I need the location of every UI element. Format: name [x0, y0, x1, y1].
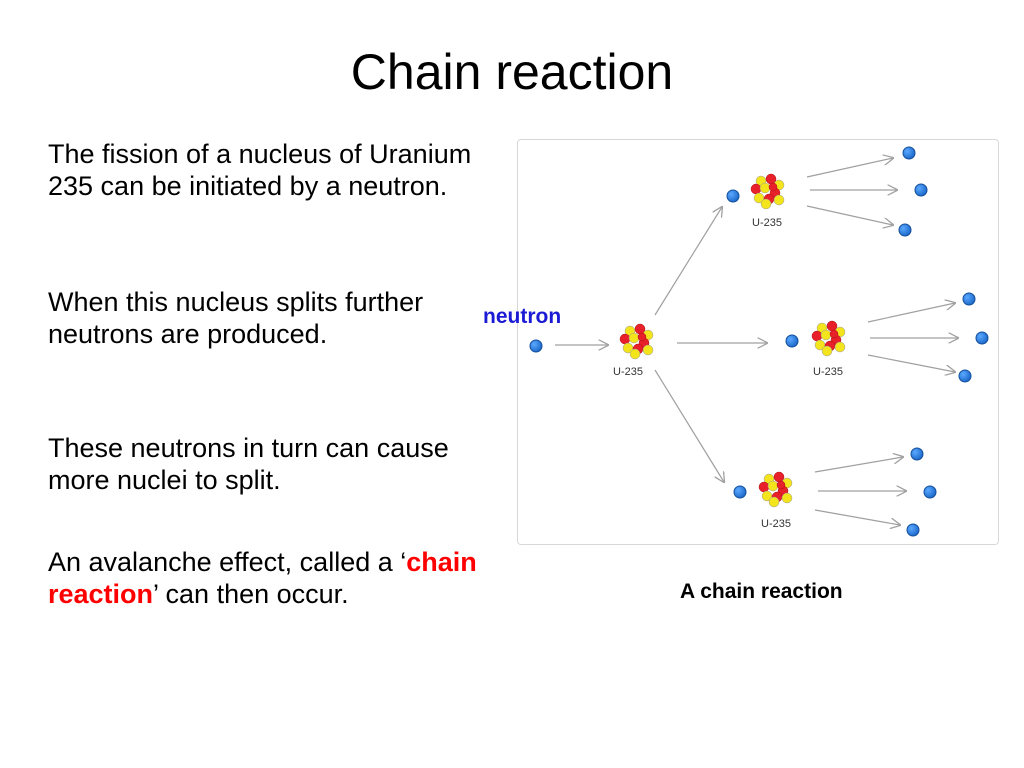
neutron-bottom — [733, 485, 747, 499]
paragraph-avalanche-end: ’ can then occur. — [153, 579, 349, 609]
nucleus-top — [750, 173, 785, 210]
nucleus-mid-label: U-235 — [813, 366, 843, 378]
nucleus-mid — [811, 320, 846, 357]
arrow-top-3 — [806, 205, 893, 225]
neutron-bottom-out-1 — [910, 447, 924, 461]
paragraph-neutrons: These neutrons in turn can cause more nu… — [48, 433, 449, 495]
neutron-top-out-1 — [902, 146, 916, 160]
chain-reaction-highlight: chain reaction — [48, 547, 477, 609]
neutron-mid — [785, 334, 799, 348]
paragraph-avalanche-start: An avalanche effect, called a ‘ — [48, 547, 407, 577]
neutron-top — [726, 189, 740, 203]
neutron-mid-out-2 — [975, 331, 989, 345]
neutron-mid-out-3 — [958, 369, 972, 383]
neutron-top-out-3 — [898, 223, 912, 237]
nucleus-bottom — [758, 471, 793, 508]
arrow-bottom-3 — [814, 509, 900, 525]
branch-arrow-up — [654, 207, 722, 316]
branch-arrow-down — [654, 369, 724, 482]
paragraph-fission: The fission of a nucleus of Uranium 235 … — [48, 139, 472, 201]
arrow-mid-3 — [867, 354, 955, 372]
arrow-top-1 — [806, 158, 893, 178]
nucleus-bottom-label: U-235 — [761, 518, 791, 530]
slide-title: Chain reaction — [350, 44, 674, 100]
neutron-mid-out-1 — [962, 292, 976, 306]
nucleus-center-label: U-235 — [613, 366, 643, 378]
neutron-bottom-out-2 — [923, 485, 937, 499]
nucleus-top-label: U-235 — [752, 217, 782, 229]
neutron-bottom-out-3 — [906, 523, 920, 537]
diagram-caption: A chain reaction — [680, 580, 843, 603]
neutron-label: neutron — [483, 305, 562, 328]
neutron-top-out-2 — [914, 183, 928, 197]
arrow-mid-1 — [867, 303, 955, 323]
paragraph-avalanche: An avalanche effect, called a ‘chain rea… — [48, 546, 493, 610]
arrow-bottom-1 — [814, 457, 903, 473]
nucleus-center — [619, 323, 654, 360]
incoming-neutron — [529, 339, 543, 353]
paragraph-splits: When this nucleus splits further neutron… — [48, 287, 424, 349]
